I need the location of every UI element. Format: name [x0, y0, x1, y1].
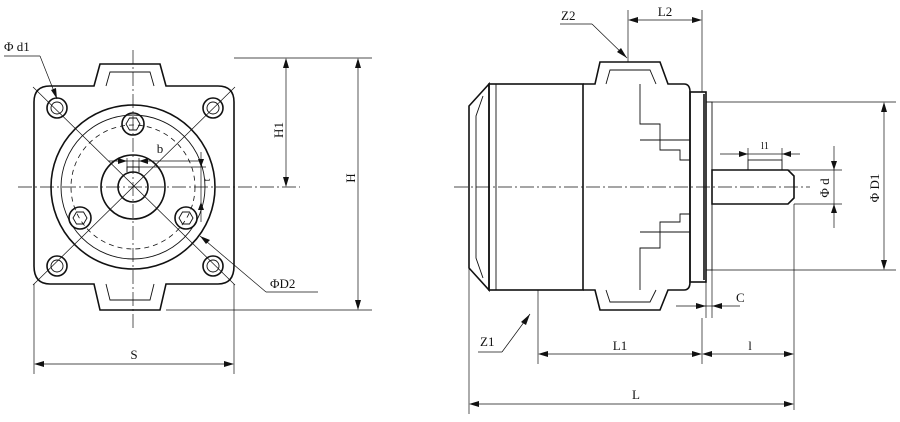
flange-bolt-bottom-left	[68, 206, 92, 230]
side-view: Z2 L2 l1 Φ d Φ D1 C	[454, 4, 896, 414]
mounting-hole-top-right	[202, 97, 224, 119]
dim-h-label: H	[343, 173, 358, 182]
dim-l2-label: L2	[658, 4, 672, 19]
top-lug-inner	[105, 71, 155, 87]
mounting-hole-bottom-right	[202, 255, 224, 277]
flange-spigot	[705, 101, 713, 271]
dim-s-label: S	[130, 347, 137, 362]
bore-lower	[639, 213, 690, 290]
label-z1: Z1	[480, 334, 494, 349]
dim-key-length-label: l1	[761, 141, 769, 152]
front-housing	[583, 61, 691, 311]
shaft-key	[747, 159, 783, 171]
dim-b-label: b	[157, 141, 164, 156]
dim-shaft-length-label: l	[748, 338, 752, 353]
dim-c-label: C	[736, 290, 745, 305]
dim-phi-d-label: Φ d	[817, 178, 832, 198]
dim-l-label: L	[632, 387, 640, 402]
front-view: H1 H S b t Φ d1	[4, 39, 372, 374]
front-body-outline	[33, 63, 235, 311]
bore-upper	[639, 84, 690, 161]
flange-bolt-bottom-right	[174, 206, 198, 230]
dim-phi-d1-side-label: Φ D1	[867, 174, 882, 203]
mounting-hole-bottom-left	[46, 255, 68, 277]
mounting-hole-top-left	[46, 97, 68, 119]
dim-h1-label: H1	[271, 122, 286, 138]
diagonal-centerline-b	[32, 86, 236, 286]
dim-t-label: t	[202, 178, 213, 181]
label-z2: Z2	[561, 8, 575, 23]
dim-phi-d2-label: ΦD2	[270, 276, 295, 291]
dim-phi-d1-label: Φ d1	[4, 39, 30, 54]
dim-l1-label: L1	[613, 338, 627, 353]
bottom-lug-inner	[105, 283, 155, 301]
